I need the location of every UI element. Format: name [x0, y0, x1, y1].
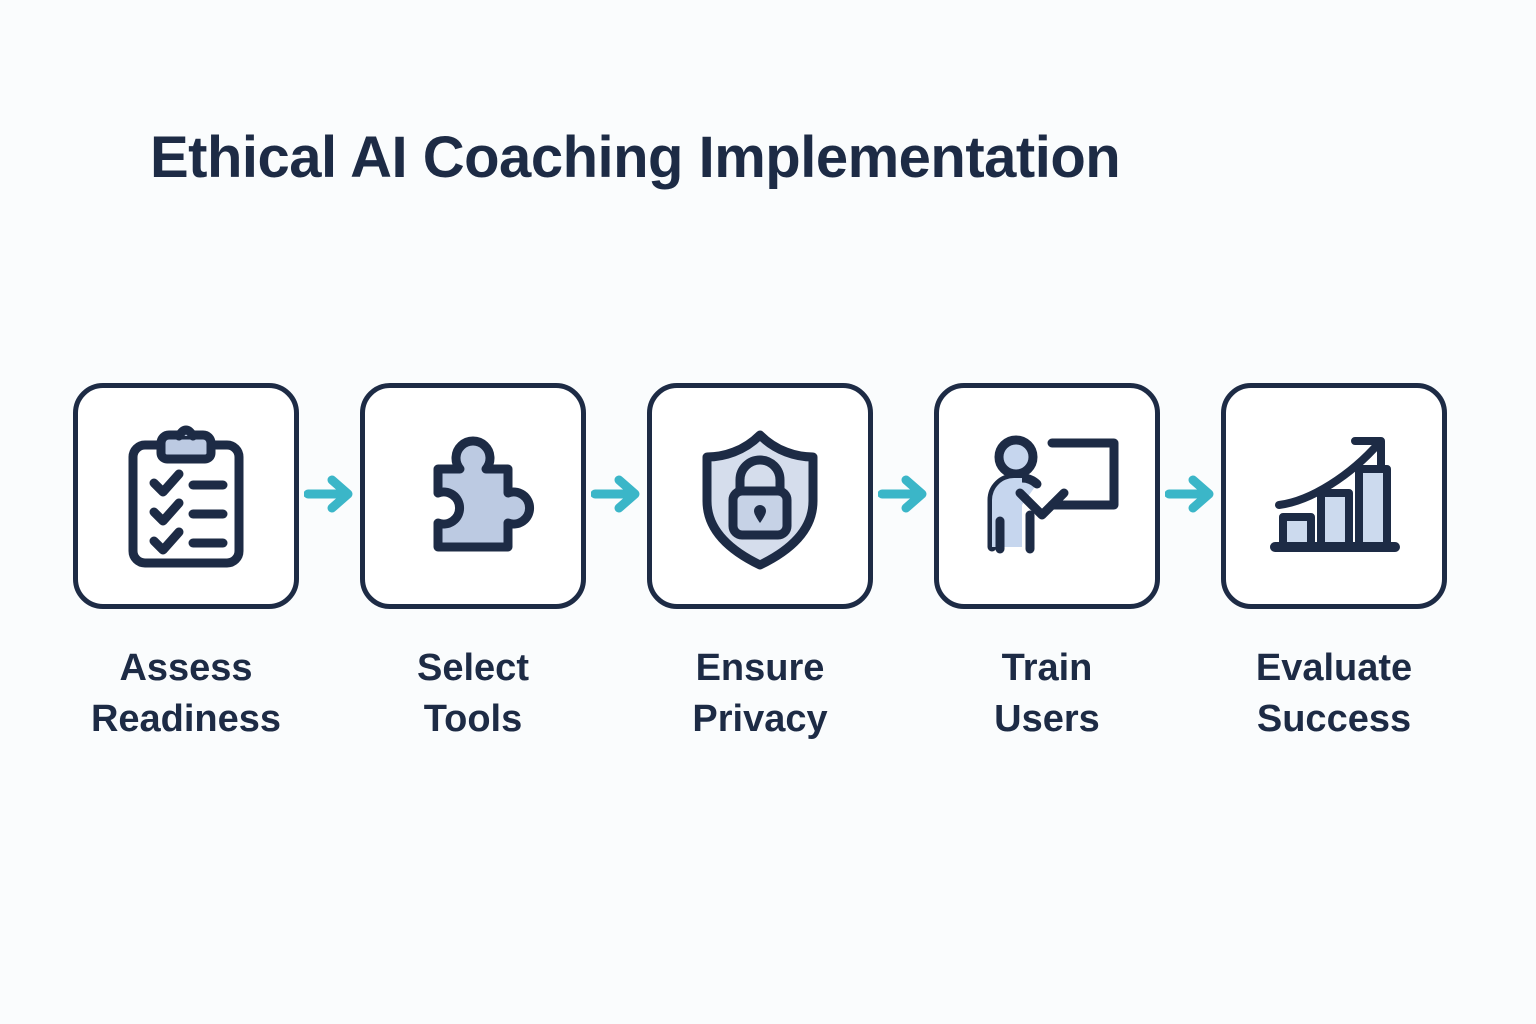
- step-evaluate-success[interactable]: Evaluate Success: [1220, 383, 1448, 744]
- shield-lock-icon: [685, 421, 835, 571]
- connector-1: [301, 383, 359, 609]
- connector-4: [1162, 383, 1220, 609]
- clipboard-checklist-icon: [111, 421, 261, 571]
- step-card-4[interactable]: [934, 383, 1160, 609]
- arrow-right-icon: [590, 474, 643, 519]
- step-card-5[interactable]: [1221, 383, 1447, 609]
- step-ensure-privacy[interactable]: Ensure Privacy: [646, 383, 874, 744]
- arrow-right-icon: [1164, 474, 1217, 519]
- step-label-3: Ensure Privacy: [692, 647, 828, 740]
- step-label-2: Select Tools: [417, 647, 529, 740]
- step-label-4: Train Users: [994, 647, 1100, 740]
- presenter-whiteboard-icon: [972, 421, 1122, 571]
- connector-2: [588, 383, 646, 609]
- growth-bar-chart-icon: [1259, 421, 1409, 571]
- arrow-right-icon: [303, 474, 356, 519]
- step-card-3[interactable]: [647, 383, 873, 609]
- step-select-tools[interactable]: Select Tools: [359, 383, 587, 744]
- puzzle-piece-icon: [398, 421, 548, 571]
- step-label-5: Evaluate Success: [1255, 647, 1413, 740]
- step-assess-readiness[interactable]: Assess Readiness: [72, 383, 300, 744]
- process-flow: Assess Readiness Sel: [72, 383, 1448, 753]
- arrow-right-icon: [877, 474, 930, 519]
- step-train-users[interactable]: Train Users: [933, 383, 1161, 744]
- page-title: Ethical AI Coaching Implementation: [150, 125, 1121, 190]
- connector-3: [875, 383, 933, 609]
- step-card-1[interactable]: [73, 383, 299, 609]
- step-card-2[interactable]: [360, 383, 586, 609]
- step-label-1: Assess Readiness: [90, 647, 282, 740]
